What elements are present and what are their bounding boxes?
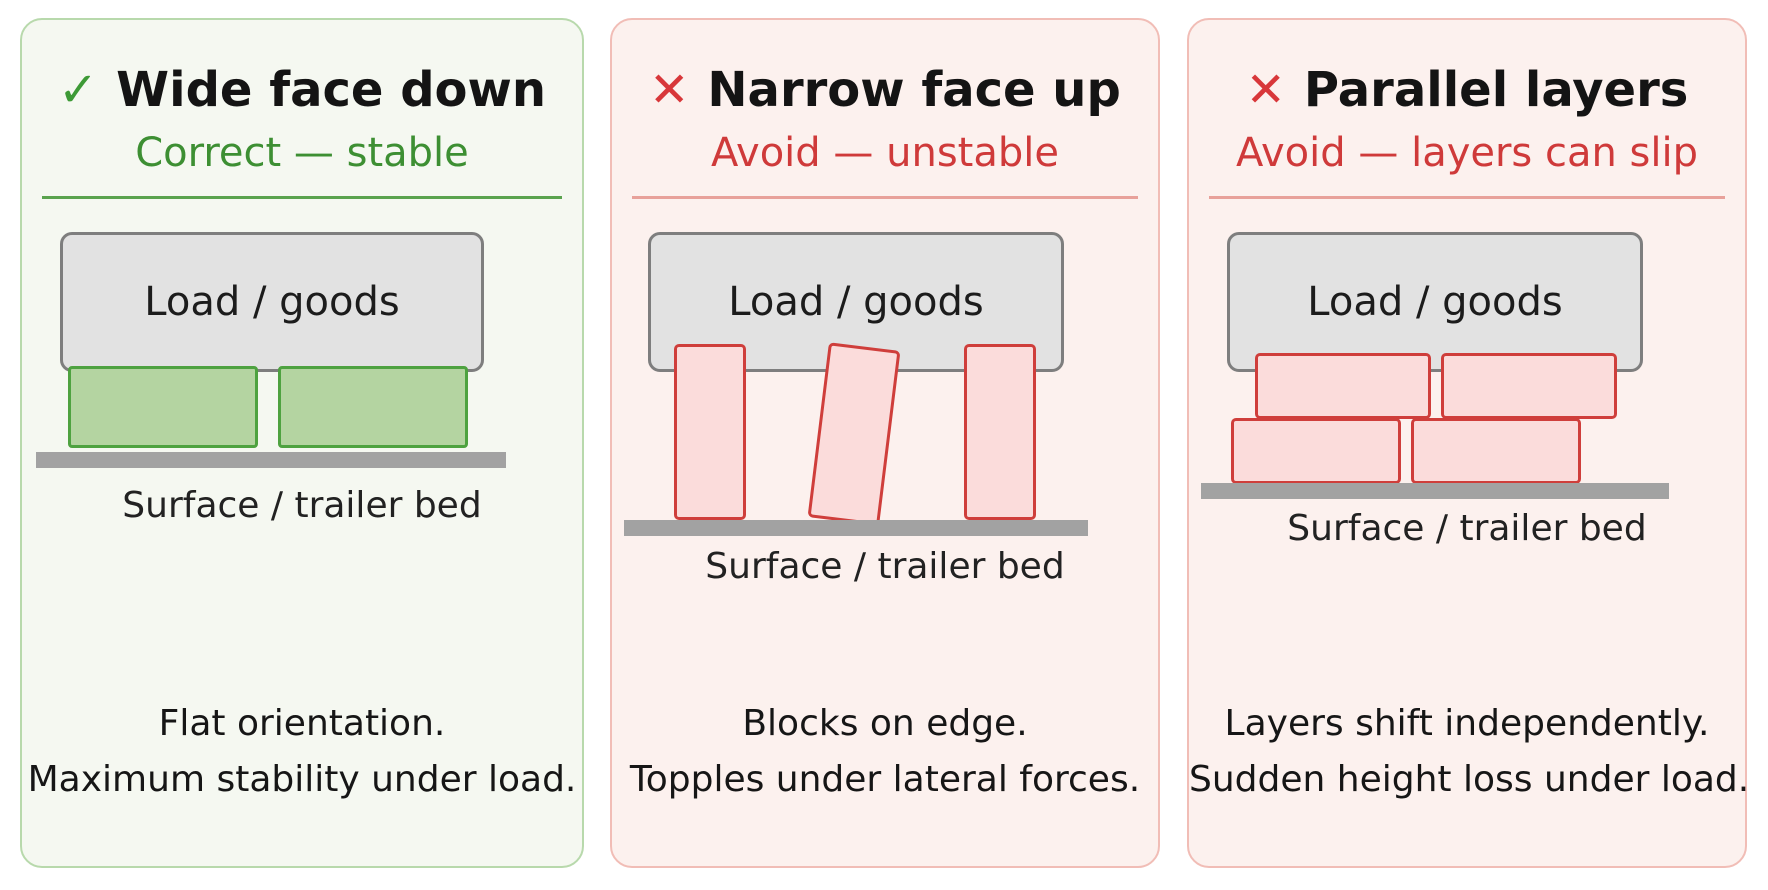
surface-label: Surface / trailer bed xyxy=(122,485,482,526)
block-wide-flat xyxy=(278,366,468,448)
panel-description: Flat orientation. Maximum stability unde… xyxy=(22,696,582,808)
surface-bar xyxy=(624,520,1088,536)
panel-title-text: Narrow face up xyxy=(707,62,1121,118)
load-box: Load / goods xyxy=(60,232,484,372)
panel-narrow-face-up: ✕Narrow face up Avoid — unstable Load / … xyxy=(610,18,1160,868)
block-lower-layer xyxy=(1411,418,1581,484)
block-wide-flat xyxy=(68,366,258,448)
panel-subtitle: Correct — stable xyxy=(135,130,469,176)
panel-wide-face-down: ✓ Wide face down Correct — stable Load / … xyxy=(20,18,584,868)
panel-subtitle: Avoid — layers can slip xyxy=(1235,130,1699,176)
surface-label: Surface / trailer bed xyxy=(705,546,1065,587)
panel-description: Blocks on edge. Topples under lateral fo… xyxy=(612,696,1158,808)
description-line: Flat orientation. xyxy=(158,703,446,744)
panel-title-text: Parallel layers xyxy=(1303,62,1689,118)
panel-parallel-layers: ✕ Parallel layers Avoid — layers can slip… xyxy=(1187,18,1750,868)
divider xyxy=(42,196,562,199)
panel-title: ✕ Parallel layers xyxy=(1189,62,1745,118)
description-line: Layers shift independently. xyxy=(1224,703,1710,744)
divider xyxy=(1209,196,1725,199)
block-on-edge xyxy=(674,344,746,520)
description-line: Blocks on edge. xyxy=(742,703,1028,744)
block-lower-layer xyxy=(1231,418,1401,484)
load-box: Load / goods xyxy=(1227,232,1643,372)
description-line: Topples under lateral forces. xyxy=(629,759,1141,800)
block-upper-layer xyxy=(1441,353,1617,419)
cross-icon: ✕ xyxy=(649,62,690,118)
check-icon: ✓ xyxy=(57,62,99,118)
panel-description: Layers shift independently. Sudden heigh… xyxy=(1189,696,1750,808)
cross-icon: ✕ xyxy=(1245,62,1286,118)
surface-bar xyxy=(1201,483,1669,499)
description-line: Maximum stability under load. xyxy=(27,759,577,800)
surface-bar xyxy=(36,452,506,468)
description-line: Sudden height loss under load. xyxy=(1189,759,1750,800)
block-on-edge xyxy=(964,344,1036,520)
divider xyxy=(632,196,1138,199)
panel-title: ✓ Wide face down xyxy=(22,62,582,118)
surface-label: Surface / trailer bed xyxy=(1287,508,1647,549)
block-upper-layer xyxy=(1255,353,1431,419)
panel-subtitle: Avoid — unstable xyxy=(711,130,1059,176)
panel-title: ✕ Narrow face up xyxy=(612,62,1158,118)
panel-title-text: Wide face down xyxy=(116,62,547,118)
